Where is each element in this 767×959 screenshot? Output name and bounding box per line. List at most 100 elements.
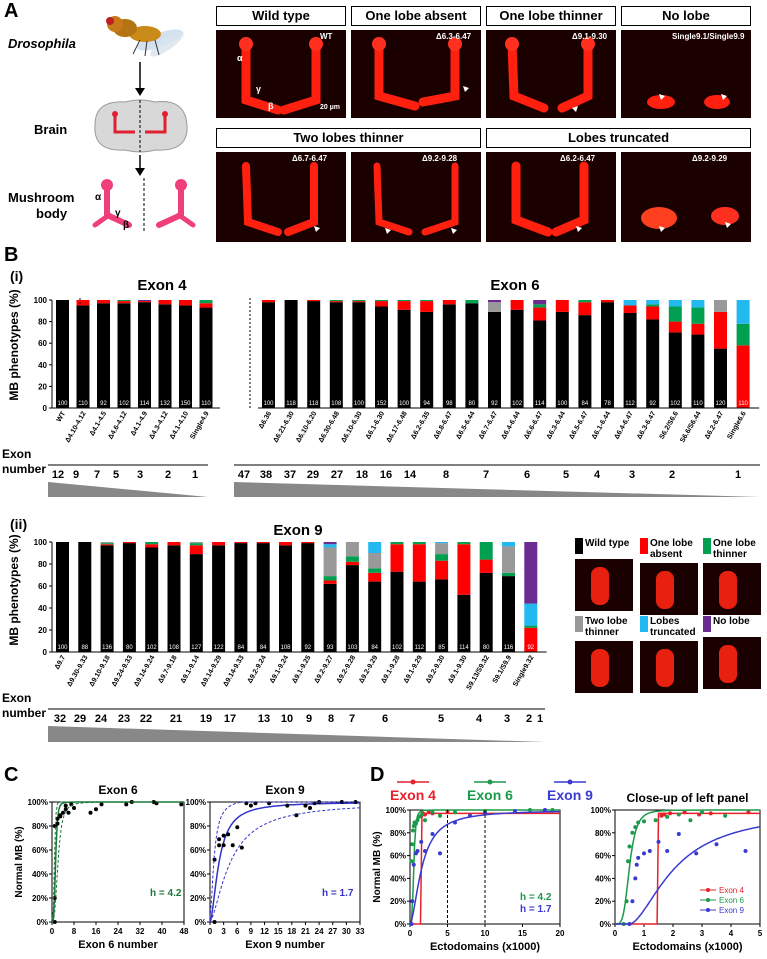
x-axis-title: Exon 9 number (245, 939, 325, 951)
tile-code-r2-a: Δ6.7-6.47 (292, 154, 328, 163)
exon-number: 7 (483, 469, 489, 481)
legend-label: No lobe (713, 616, 750, 627)
data-point (55, 821, 60, 826)
x-tick-label: 3 (221, 927, 226, 936)
bar-n-label: 110 (738, 401, 748, 407)
panel-label-d: D (370, 764, 385, 786)
category-label: Δ9.1-9.30 (447, 654, 468, 684)
tile-code-r2-d: Δ9.2-9.29 (692, 154, 728, 163)
bar-segment (234, 543, 248, 652)
plot-frame (51, 801, 185, 923)
x-tick-label: 5 (445, 929, 450, 938)
drosophila-label: Drosophila (8, 36, 76, 51)
bar-segment (323, 542, 337, 545)
y-tick-label: 0% (599, 920, 611, 929)
category-label: Δ6.5-6.44 (455, 410, 476, 440)
bar-segment (179, 305, 192, 408)
data-point (633, 876, 638, 881)
data-point (308, 806, 312, 810)
data-point (694, 851, 699, 856)
category-label: Δ6.36 (258, 410, 273, 430)
data-point (626, 859, 631, 864)
bar-segment (442, 300, 456, 305)
schematic-illustration (92, 16, 196, 232)
y-tick-label: 60% (190, 846, 206, 855)
bar-n-label: 88 (81, 645, 88, 651)
bar-segment (76, 300, 90, 306)
bar-segment (510, 300, 524, 310)
bar-segment (56, 542, 69, 652)
bar-segment (457, 544, 471, 595)
legend-swatch (703, 538, 711, 554)
exon-number: 37 (284, 469, 296, 481)
legend-micrograph (575, 641, 633, 693)
legend-label: Lobes truncated (650, 616, 696, 638)
bar-n-label: 152 (376, 401, 387, 407)
hill-coefficient: h = 1.7 (322, 888, 354, 899)
bar-segment (100, 544, 114, 546)
data-point (430, 810, 435, 815)
panel-label-b: B (4, 244, 19, 266)
bar-segment (412, 544, 426, 582)
tile-title-one-lobe-absent: One lobe absent (351, 6, 481, 26)
bar-segment (256, 542, 270, 544)
data-point (415, 849, 420, 854)
bar-segment (435, 560, 449, 580)
bar-segment (189, 543, 203, 546)
bar-segment (189, 554, 203, 652)
legend-label: Wild type (585, 538, 630, 549)
bar-segment (420, 300, 434, 302)
bar-segment (329, 300, 343, 302)
x-tick-label: 3 (700, 929, 705, 938)
data-point (653, 818, 658, 823)
sub-label-ii: (ii) (10, 516, 28, 532)
data-point (415, 818, 420, 823)
exon-number: 6 (382, 713, 388, 725)
legend-label: Exon 9 (719, 906, 744, 915)
exon-number: 17 (224, 713, 236, 725)
legend-micrograph (640, 563, 698, 615)
y-tick-label: 100% (186, 798, 206, 807)
bar-n-label: 102 (119, 401, 130, 407)
data-point (647, 849, 652, 854)
bar-segment (488, 302, 501, 312)
y-tick-label: 80% (32, 822, 48, 831)
bar-segment (189, 542, 203, 544)
exon-number: 5 (113, 469, 119, 481)
bar-segment (668, 300, 682, 307)
data-point (453, 810, 457, 815)
y-tick-label: 40% (595, 874, 611, 883)
bar-n-label: 80 (483, 645, 490, 651)
bar-n-label: 80 (126, 645, 133, 651)
bar-n-label: 78 (604, 401, 611, 407)
x-tick-label: 1 (642, 929, 647, 938)
y-axis-title: MB phenotypes (%) (7, 534, 21, 645)
category-label: Single6.6 (726, 410, 747, 440)
data-point (543, 808, 547, 812)
y-tick-label: 100% (591, 806, 611, 815)
micrograph-lobes-truncated-a (486, 152, 616, 242)
exon-number: 2 (165, 469, 171, 481)
exon-number: 9 (306, 713, 312, 725)
y-tick-label: 80 (38, 318, 47, 327)
data-point (438, 813, 442, 818)
bar-n-label: 136 (102, 645, 113, 651)
bar-segment (390, 544, 404, 572)
bar-n-label: 120 (715, 401, 726, 407)
fit-curve (209, 802, 360, 923)
bar-segment (145, 547, 159, 652)
category-label: Δ9.24-9.33 (111, 654, 134, 688)
bar-segment (435, 554, 449, 561)
bar-segment (284, 300, 298, 408)
bar-segment (375, 300, 388, 302)
legend-micrograph (703, 563, 761, 615)
category-label: Δ6.3-6.44 (546, 410, 567, 440)
legend-label: Exon 4 (390, 787, 436, 803)
bar-segment (212, 545, 226, 652)
y-tick-label: 40% (190, 870, 206, 879)
category-label: S6.2/S6.6 (659, 410, 680, 440)
bar-segment (502, 572, 515, 577)
legend-swatch (703, 616, 711, 632)
exon-number: 7 (349, 713, 355, 725)
bar-segment (420, 311, 434, 408)
